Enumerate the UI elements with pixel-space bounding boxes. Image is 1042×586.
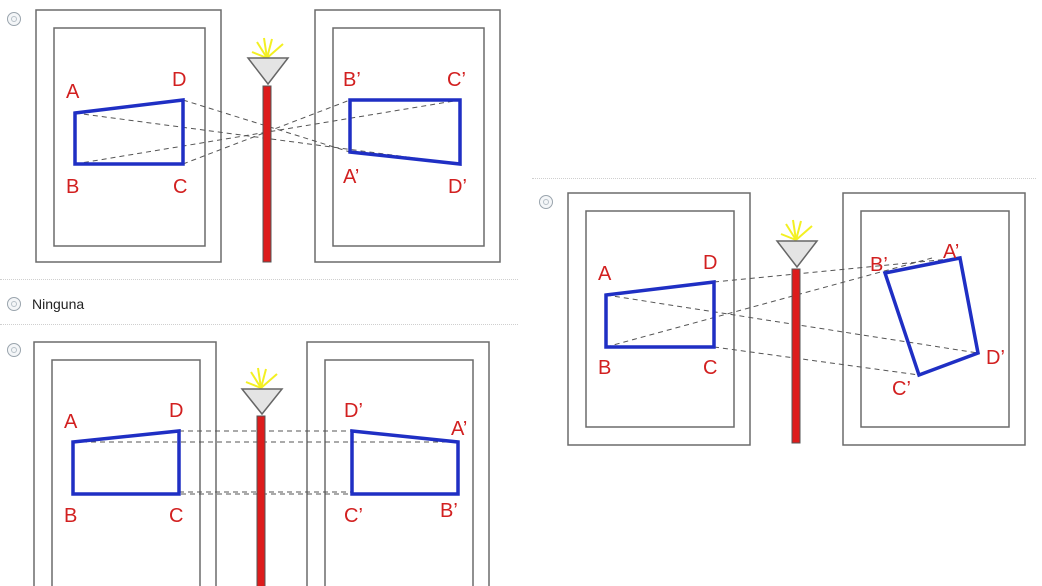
option-none-radio[interactable] <box>7 297 21 311</box>
left-frame-outer <box>35 9 222 263</box>
option-c-radio[interactable] <box>7 343 21 357</box>
image-shape <box>348 98 462 166</box>
label-c-prime: C’ <box>447 69 466 91</box>
label-c-prime: C’ <box>892 378 911 400</box>
label-a: A <box>64 411 78 433</box>
label-b: B <box>66 176 79 198</box>
right-frame-inner <box>860 210 1010 428</box>
object-shape <box>73 98 185 166</box>
label-b-prime: B’ <box>343 69 361 91</box>
candle-cone-icon <box>240 388 284 416</box>
left-frame-inner <box>51 359 201 586</box>
candle-cone-icon <box>246 57 290 86</box>
label-d: D <box>703 252 717 274</box>
label-a-prime: A’ <box>343 166 359 188</box>
candle-stick <box>791 268 801 444</box>
left-frame-inner <box>53 27 206 247</box>
candle-cone-icon <box>775 240 819 269</box>
option-a-radio[interactable] <box>7 12 21 26</box>
label-a-prime: A’ <box>451 418 467 440</box>
label-c: C <box>703 357 717 379</box>
label-d-prime: D’ <box>448 176 467 198</box>
label-a: A <box>66 81 80 103</box>
ray-lines <box>605 257 979 376</box>
left-frame-outer <box>567 192 751 446</box>
label-b: B <box>598 357 611 379</box>
right-frame-outer <box>842 192 1026 446</box>
option-d-radio[interactable] <box>539 195 553 209</box>
object-shape <box>71 429 181 496</box>
right-frame-inner <box>324 359 474 586</box>
option-d-diagram: A D B C B’ A’ D’ C’ <box>567 192 1026 446</box>
label-d-prime: D’ <box>986 347 1005 369</box>
label-d-prime: D’ <box>344 400 363 422</box>
flame-icon <box>245 367 278 389</box>
label-b-prime: B’ <box>440 500 458 522</box>
right-frame-outer <box>314 9 501 263</box>
flame-icon <box>780 219 813 241</box>
option-c-diagram: A D B C D’ A’ C’ B’ <box>33 341 490 586</box>
label-a: A <box>598 263 612 285</box>
label-d: D <box>172 69 186 91</box>
option-a-diagram: A D B C B’ C’ A’ D’ <box>35 9 501 263</box>
label-c: C <box>173 176 187 198</box>
label-a-prime: A’ <box>943 241 959 263</box>
label-b-prime: B’ <box>870 254 888 276</box>
option-none-label: Ninguna <box>32 296 85 312</box>
image-shape <box>350 429 460 496</box>
separator <box>532 178 1036 179</box>
flame-icon <box>251 37 284 59</box>
label-c-prime: C’ <box>344 505 363 527</box>
right-frame-outer <box>306 341 490 586</box>
candle-stick <box>256 415 266 586</box>
label-c: C <box>169 505 183 527</box>
candle-stick <box>262 85 272 263</box>
left-frame-outer <box>33 341 217 586</box>
separator <box>0 324 518 325</box>
left-frame-inner <box>585 210 735 428</box>
image-shape <box>882 255 980 378</box>
separator <box>0 279 518 280</box>
label-b: B <box>64 505 77 527</box>
object-shape <box>604 280 716 349</box>
label-d: D <box>169 400 183 422</box>
ray-lines <box>74 99 461 165</box>
right-frame-inner <box>332 27 485 247</box>
